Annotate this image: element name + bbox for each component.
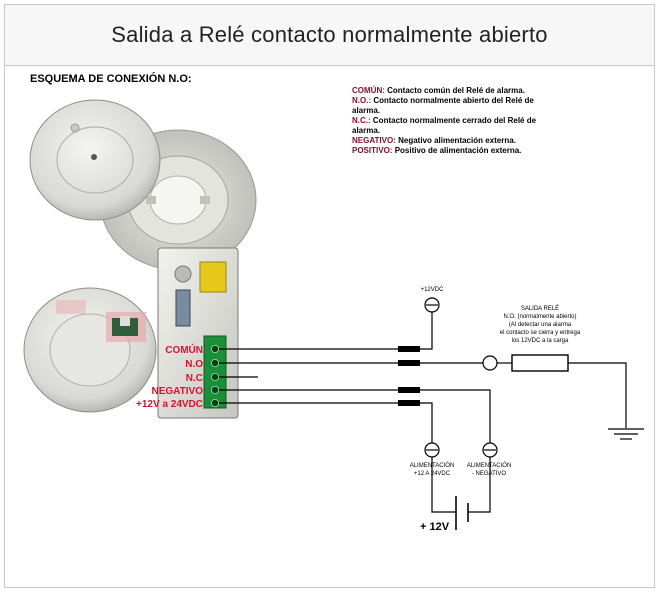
wire-comun <box>219 312 433 350</box>
connector-blocks <box>398 346 420 406</box>
smoke-detector-photo <box>23 88 257 420</box>
supply-negative-terminal <box>482 442 498 458</box>
relay-output-contact <box>482 355 498 371</box>
svg-text:el contacto se cierra y entreg: el contacto se cierra y entrega <box>500 330 581 336</box>
supply-positive-terminal <box>424 442 440 458</box>
terminal-label-nc: N.C <box>186 373 203 384</box>
wire-battery-pos <box>431 456 456 513</box>
supply-negative-label-1: ALIMENTACIÓN <box>467 462 512 469</box>
svg-text:(Al detectar una alarma: (Al detectar una alarma <box>509 322 572 328</box>
wire-load-to-ground <box>568 362 627 428</box>
legend: COMÚN: Contacto común del Relé de alarma… <box>352 86 542 156</box>
battery-icon <box>455 496 469 530</box>
relay-output-label: SALIDA RELÉ N.O. (normalmente abierto) (… <box>500 305 581 344</box>
load-resistor <box>511 354 569 372</box>
title-bar: Salida a Relé contacto normalmente abier… <box>5 5 654 66</box>
legend-item-no: N.O.: Contacto normalmente abierto del R… <box>352 96 534 115</box>
supply-negative-label-2: - NEGATIVO <box>472 471 507 477</box>
supply-positive-label-1: ALIMENTACIÓN <box>410 462 455 469</box>
legend-item-comun: COMÚN: Contacto común del Relé de alarma… <box>352 86 525 95</box>
connector-negativo <box>398 387 420 393</box>
svg-text:SALIDA RELÉ: SALIDA RELÉ <box>521 305 559 312</box>
supply-12vdc-label: +12VDC <box>421 287 445 293</box>
scheme-heading: ESQUEMA DE CONEXIÓN N.O: <box>30 73 192 85</box>
legend-item-negativo: NEGATIVO: Negativo alimentación externa. <box>352 136 516 145</box>
legend-item-nc: N.C.: Contacto normalmente cerrado del R… <box>352 116 537 135</box>
page-title: Salida a Relé contacto normalmente abier… <box>111 22 548 47</box>
supply-12vdc-terminal <box>424 297 440 313</box>
terminal-label-positivo: +12V a 24VDC <box>136 399 203 410</box>
wires <box>219 312 627 513</box>
wire-positivo <box>219 402 433 444</box>
wire-negativo <box>219 389 491 444</box>
connector-comun <box>398 346 420 352</box>
ground-icon <box>608 428 644 440</box>
legend-item-positivo: POSITIVO: Positivo de alimentación exter… <box>352 146 522 155</box>
svg-text:los 12VDC a la carga: los 12VDC a la carga <box>512 338 569 344</box>
connector-positivo <box>398 400 420 406</box>
svg-text:N.O. (normalmente abierto): N.O. (normalmente abierto) <box>503 314 576 320</box>
wire-battery-neg <box>468 456 491 513</box>
connector-no <box>398 360 420 366</box>
battery-label: + 12V <box>420 521 450 533</box>
terminal-label-no: N.O <box>185 359 203 370</box>
terminal-label-comun: COMÚN <box>165 343 203 356</box>
supply-positive-label-2: +12 A 24VDC <box>414 471 451 477</box>
terminal-label-negativo: NEGATIVO <box>152 386 204 397</box>
